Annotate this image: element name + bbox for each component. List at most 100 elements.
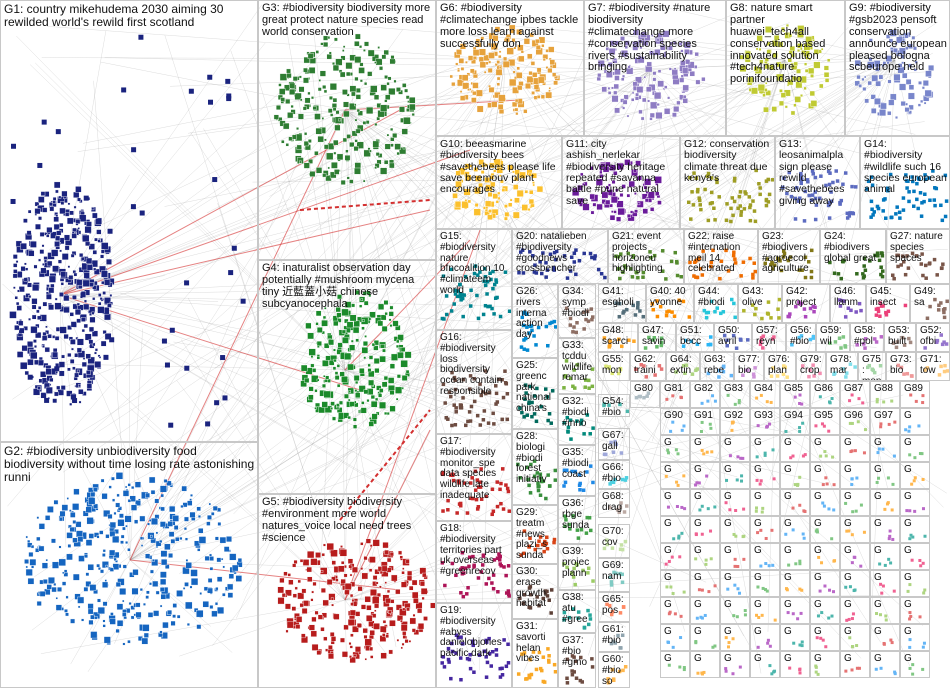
group-label: G63: rebe bbox=[704, 355, 731, 377]
group-label-tail: G81 bbox=[664, 384, 687, 395]
group-box-tail: G bbox=[870, 624, 900, 651]
group-box-tail: G85 bbox=[780, 381, 810, 408]
group-box-tail: G bbox=[810, 462, 840, 489]
group-box-tail: G bbox=[780, 543, 810, 570]
group-label-tail: G bbox=[874, 465, 897, 476]
group-label-tail: G bbox=[754, 600, 777, 611]
group-label-tail: G bbox=[694, 573, 717, 584]
group-box-tail: G bbox=[870, 651, 900, 678]
group-box-g79: G79: crop bbox=[796, 352, 826, 381]
group-label: G78: mar bbox=[830, 355, 855, 377]
group-label: G17: #biodiversity monitor_spe data spec… bbox=[440, 437, 509, 502]
group-box-g9: G9: #biodiversity #gsb2023 pensoft conse… bbox=[845, 0, 950, 136]
group-label-tail: G bbox=[784, 438, 807, 449]
group-label-tail: G bbox=[754, 492, 777, 503]
group-box-g27: G27: nature species spaces bbox=[886, 229, 950, 284]
group-box-tail: G bbox=[750, 624, 780, 651]
group-label: G6: #biodiversity #climatechange ipbes t… bbox=[440, 3, 581, 51]
group-box-g3: G3: #biodiversity biodiversity more grea… bbox=[258, 0, 436, 260]
group-label: G76: plan bbox=[768, 355, 793, 377]
group-label: G9: #biodiversity #gsb2023 pensoft conse… bbox=[849, 3, 947, 74]
group-label-tail: G bbox=[724, 600, 747, 611]
group-label-tail: G bbox=[694, 438, 717, 449]
group-label: G59: wil bbox=[820, 326, 847, 348]
group-box-g34: G34: symp #biodi bbox=[558, 284, 596, 338]
group-box-tail: G83 bbox=[720, 381, 750, 408]
group-box-tail: G bbox=[840, 516, 870, 543]
group-box-g5: G5: #biodiversity biodiversity #environm… bbox=[258, 494, 436, 688]
group-label-tail: G bbox=[844, 519, 867, 530]
group-box-tail: G bbox=[780, 570, 810, 597]
group-box-g52: G52: ofbi bbox=[916, 323, 950, 352]
group-box-tail: G bbox=[840, 435, 870, 462]
group-box-g47: G47: savin bbox=[638, 323, 676, 352]
group-label-tail: G bbox=[874, 573, 897, 584]
group-label: G68: drag bbox=[602, 492, 627, 514]
group-label-tail: G bbox=[904, 465, 927, 476]
group-box-tail: G bbox=[660, 462, 690, 489]
group-box-g30: G30: erase growth habitat bbox=[512, 564, 558, 619]
group-label-tail: G bbox=[784, 546, 807, 557]
group-box-g71: G71: tow bbox=[916, 352, 950, 381]
group-label: G51: becc bbox=[680, 326, 711, 348]
group-label-tail: G92 bbox=[724, 411, 747, 422]
group-label: G38: atu #gree bbox=[562, 593, 593, 625]
group-label: G36: rbge sunda bbox=[562, 499, 593, 531]
group-box-tail: G bbox=[840, 651, 870, 678]
group-label-tail: G bbox=[784, 519, 807, 530]
group-box-tail: G bbox=[900, 489, 930, 516]
group-box-tail: G bbox=[690, 651, 720, 678]
group-label: G15: #biodiversity nature bfncoalition 1… bbox=[440, 232, 509, 297]
group-box-g70: G70: cov bbox=[598, 524, 630, 558]
group-box-tail: G bbox=[870, 597, 900, 624]
group-box-tail: G bbox=[750, 651, 780, 678]
group-label: G30: erase growth habitat bbox=[516, 567, 555, 610]
group-label-tail: G bbox=[754, 519, 777, 530]
group-box-tail: G bbox=[810, 489, 840, 516]
group-box-tail: G90 bbox=[660, 408, 690, 435]
group-box-tail: G bbox=[720, 651, 750, 678]
group-label-tail: G bbox=[724, 654, 747, 665]
group-label: G41: esgholi bbox=[602, 287, 643, 309]
group-box-g62: G62: traini bbox=[630, 352, 666, 381]
group-label-tail: G bbox=[874, 438, 897, 449]
group-box-tail: G bbox=[780, 435, 810, 462]
group-box-g58: G58: #pol bbox=[850, 323, 884, 352]
group-label: G40: 40 yvonne bbox=[650, 287, 691, 309]
group-box-tail: G bbox=[870, 462, 900, 489]
group-label-tail: G bbox=[784, 654, 807, 665]
group-label: G77: bio bbox=[738, 355, 761, 377]
group-label-tail: G87 bbox=[844, 384, 867, 395]
group-label: G37: #bio #gmo bbox=[562, 636, 593, 668]
group-label-tail: G bbox=[754, 465, 777, 476]
group-box-g37: G37: #bio #gmo bbox=[558, 633, 596, 688]
group-label-tail: G bbox=[754, 573, 777, 584]
group-box-tail: G bbox=[660, 489, 690, 516]
group-box-tail: G bbox=[690, 570, 720, 597]
group-box-g24: G24: #biodivers global great bbox=[820, 229, 886, 284]
group-label-tail: G91 bbox=[694, 411, 717, 422]
group-label-tail: G bbox=[814, 600, 837, 611]
group-label-tail: G bbox=[724, 627, 747, 638]
group-label-tail: G bbox=[664, 438, 687, 449]
group-box-g22: G22: raise #internation meil 14 celebrat… bbox=[684, 229, 758, 284]
group-label-tail: G bbox=[904, 411, 927, 422]
group-label-tail: G bbox=[754, 546, 777, 557]
group-box-g32: G32: #biodi #inno bbox=[558, 394, 596, 445]
group-label-tail: G bbox=[724, 519, 747, 530]
group-label-tail: G bbox=[844, 492, 867, 503]
group-box-tail: G bbox=[840, 462, 870, 489]
group-label-tail: G bbox=[874, 654, 897, 665]
group-box-tail: G82 bbox=[690, 381, 720, 408]
group-label: G45: insect bbox=[870, 287, 907, 309]
group-box-g56: G56: #bio bbox=[786, 323, 816, 352]
group-label: G25: greenc park national china's bbox=[516, 361, 555, 415]
group-label: G26: rivers interna action day bbox=[516, 287, 555, 341]
group-label-tail: G bbox=[904, 519, 927, 530]
group-box-tail: G bbox=[870, 543, 900, 570]
group-box-tail: G bbox=[900, 543, 930, 570]
group-box-tail: G bbox=[750, 435, 780, 462]
group-box-tail: G81 bbox=[660, 381, 690, 408]
group-label-tail: G bbox=[844, 573, 867, 584]
group-label-tail: G bbox=[844, 465, 867, 476]
